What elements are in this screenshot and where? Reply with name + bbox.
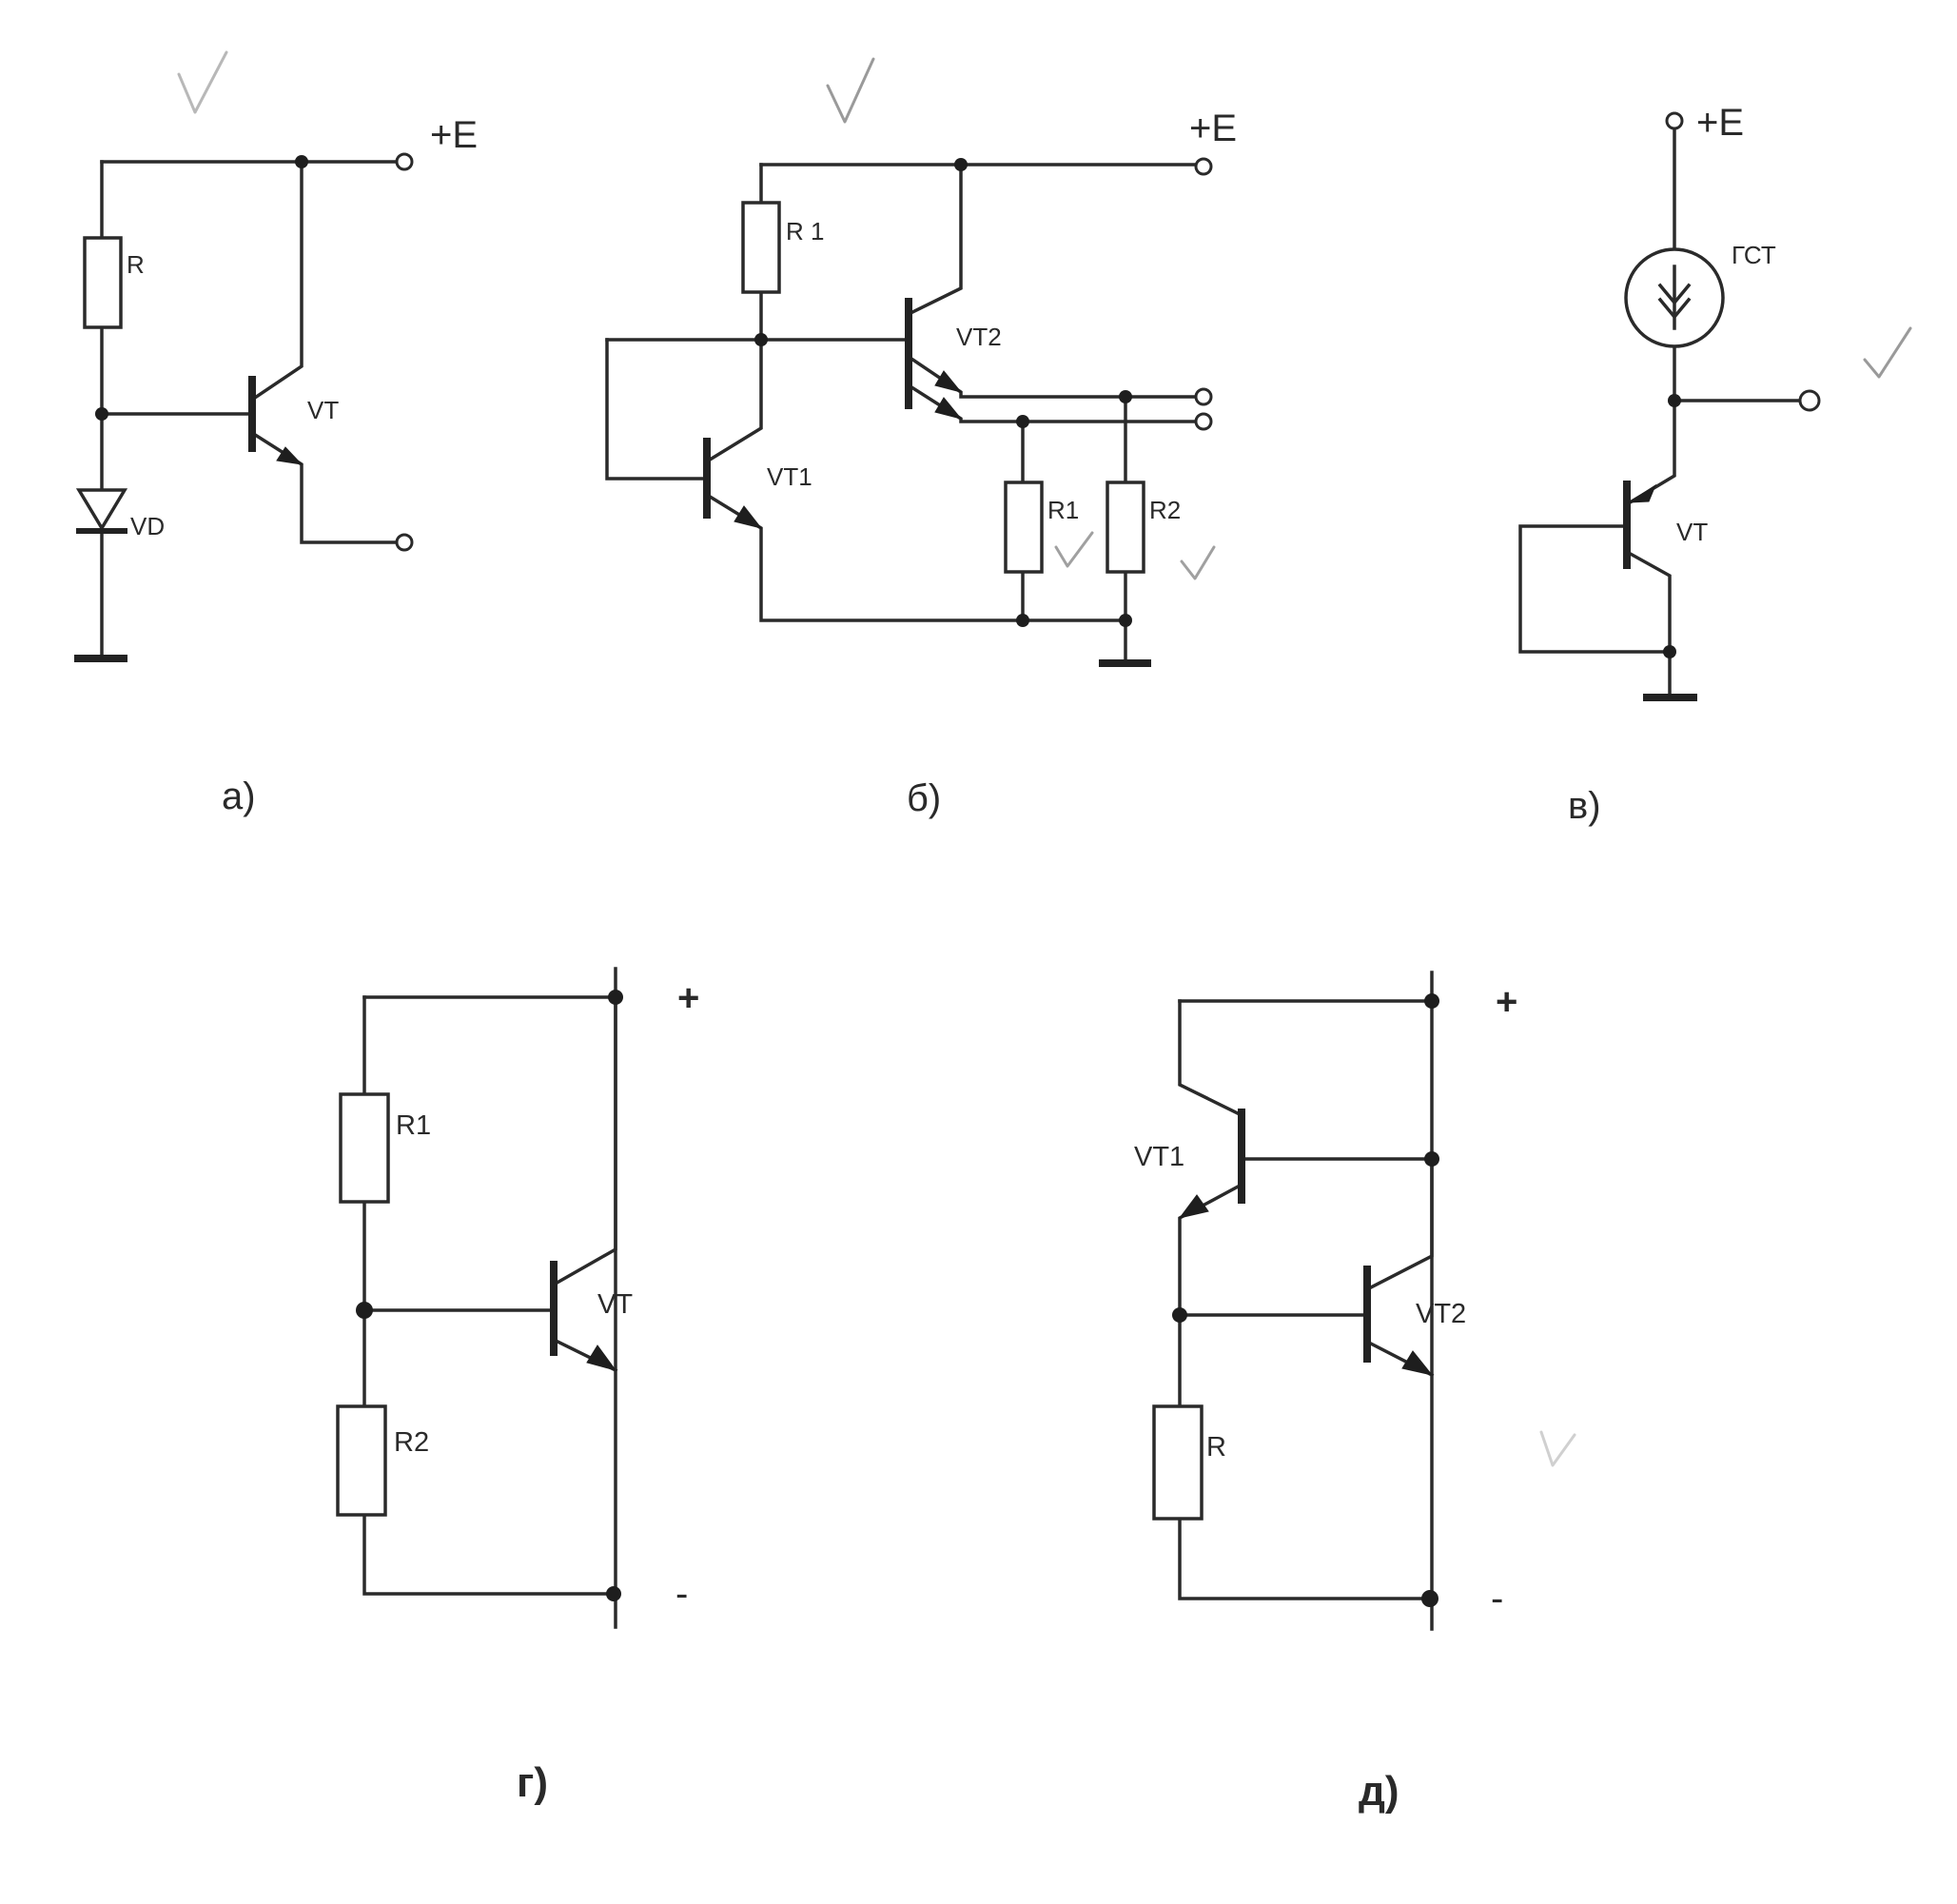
junction-dot: [295, 155, 308, 168]
transistor-vt2: [905, 298, 963, 420]
terminal[interactable]: [395, 152, 414, 171]
resistor-label: R: [1206, 1432, 1226, 1462]
junction-dot: [1424, 993, 1439, 1009]
terminal[interactable]: [1194, 412, 1213, 431]
resistor-label: R 1: [786, 217, 824, 245]
resistor-label: R1: [1047, 496, 1079, 524]
terminal[interactable]: [1798, 389, 1821, 412]
pencil-check-marks: [177, 50, 1912, 1467]
figure-d-wires: [1178, 971, 1435, 1631]
terminal[interactable]: [1194, 157, 1213, 176]
check-mark: [1054, 531, 1094, 568]
junction-dot: [356, 1302, 373, 1319]
transistor-label: VT: [1676, 518, 1708, 546]
resistor-r2: [336, 1404, 387, 1517]
figure-v-wires: [1518, 125, 1805, 699]
current-source-gst: [1624, 247, 1725, 348]
junction-dot: [1119, 390, 1132, 403]
resistor-label: R2: [1149, 496, 1181, 524]
supply-label: +E: [1189, 108, 1237, 149]
check-mark: [1180, 545, 1216, 580]
transistor-label: VT: [597, 1289, 633, 1320]
diode-vd: [75, 488, 128, 534]
resistor-label: R: [127, 250, 145, 279]
junction-dot: [1663, 645, 1676, 658]
figure-caption: г): [517, 1759, 548, 1806]
current-source-label: ГСТ: [1732, 241, 1776, 269]
junction-dot: [1424, 1151, 1439, 1167]
diode-label: VD: [130, 512, 165, 540]
resistor-r1-top: [741, 201, 781, 294]
junction-dot: [754, 333, 768, 346]
plus-label: +: [677, 977, 699, 1019]
junction-dot: [1119, 614, 1132, 627]
minus-label: -: [1491, 1578, 1503, 1619]
supply-label: +E: [1696, 102, 1744, 144]
terminal[interactable]: [395, 533, 414, 552]
resistor-r: [83, 236, 123, 329]
terminal[interactable]: [1194, 387, 1213, 406]
transistor-vt1: [1178, 1109, 1245, 1219]
figure-v: +E ГСТ VT в): [1518, 102, 1821, 827]
transistor-label: VT1: [1134, 1142, 1184, 1172]
resistor-r: [1152, 1404, 1204, 1521]
transistor-vt1: [703, 438, 763, 529]
supply-label: +E: [430, 114, 478, 156]
check-mark: [1539, 1430, 1576, 1467]
junction-dot: [608, 990, 623, 1005]
resistor-r1-load: [1004, 481, 1044, 574]
minus-label: -: [675, 1573, 688, 1615]
check-mark: [1863, 326, 1912, 379]
transistor-vt2: [1363, 1266, 1434, 1376]
figure-caption: а): [222, 775, 256, 817]
terminal[interactable]: [1665, 111, 1684, 130]
figure-d: + - VT1 VT2 R д): [1134, 971, 1517, 1815]
figure-b: +E R 1 VT2 VT1 R1 R2 б): [605, 108, 1237, 819]
resistor-label: R2: [394, 1427, 429, 1458]
resistor-r2-load: [1106, 481, 1145, 574]
transistor-vt: [550, 1261, 617, 1371]
check-mark: [177, 50, 228, 114]
figure-caption: б): [907, 777, 941, 819]
transistor-label: VT2: [1416, 1299, 1466, 1329]
junction-dot: [1172, 1307, 1187, 1323]
figure-a-wires: [100, 160, 401, 658]
transistor-vt: [248, 376, 303, 465]
junction-dot: [606, 1586, 621, 1601]
junction-dot: [1016, 614, 1029, 627]
junction-dot: [1421, 1590, 1438, 1607]
figure-caption: д): [1359, 1768, 1399, 1815]
junction-dot: [1016, 415, 1029, 428]
figure-g: + - R1 R2 VT г): [336, 967, 699, 1806]
plus-label: +: [1496, 981, 1517, 1023]
figure-b-wires: [605, 163, 1203, 661]
resistor-label: R1: [396, 1110, 431, 1141]
check-mark: [826, 57, 875, 124]
junction-dot: [954, 158, 968, 171]
transistor-label: VT: [307, 396, 339, 424]
transistor-vt: [1623, 481, 1657, 569]
junction-dot: [1668, 394, 1681, 407]
junction-dot: [95, 407, 108, 421]
transistor-label: VT2: [956, 323, 1002, 351]
figure-a: +E R VD VT а): [74, 114, 478, 817]
transistor-label: VT1: [767, 462, 812, 491]
figure-caption: в): [1568, 785, 1601, 827]
resistor-r1: [339, 1092, 390, 1204]
figure-g-wires: [362, 967, 618, 1629]
